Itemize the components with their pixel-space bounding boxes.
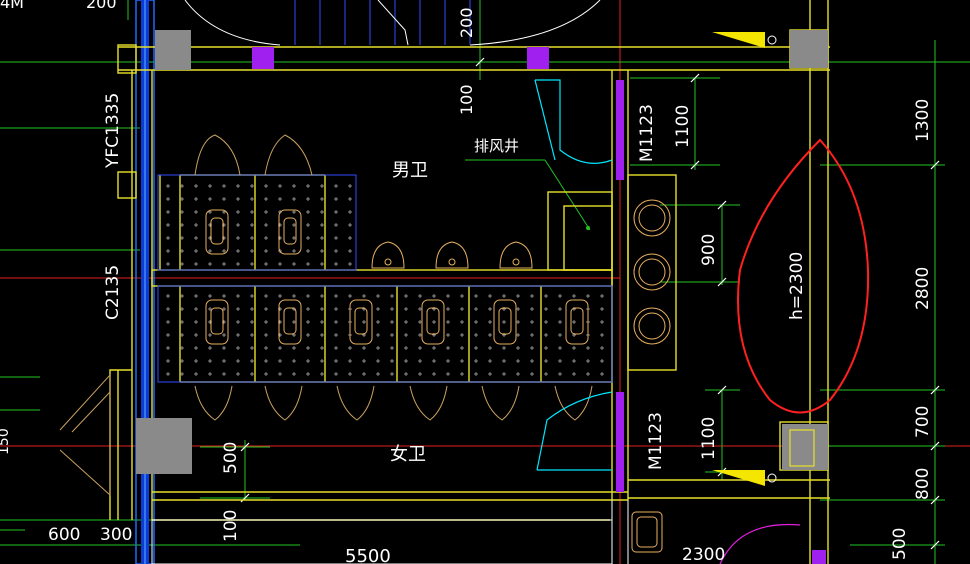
top-arcs — [184, 0, 601, 46]
dim-right-700: 700 — [913, 406, 933, 438]
labels: 男卫 女卫 排风井 YFC1335 C2135 M1123 M1123 h=23… — [0, 0, 933, 564]
door-label-lower: M1123 — [646, 412, 666, 470]
shaft-point — [586, 226, 590, 230]
dim-sink: 900 — [699, 234, 719, 266]
door-swings — [59, 134, 593, 497]
elevation-markers — [712, 32, 777, 486]
toilet-bowl — [210, 217, 224, 245]
entry-doors — [534, 79, 613, 471]
stall-floors — [157, 174, 613, 383]
dim-door-lower: 1100 — [699, 417, 719, 460]
sinks — [631, 199, 671, 553]
floor-cross-hatch — [166, 184, 604, 376]
room-label-male: 男卫 — [392, 160, 428, 181]
window-label-upper: YFC1335 — [103, 93, 123, 169]
urinals — [371, 241, 533, 269]
toilet-outline — [349, 299, 373, 345]
stair-lines — [294, 0, 471, 45]
toilet-bowl — [498, 307, 512, 335]
dimension-ticks — [240, 57, 940, 550]
dim-2300-bottom: 2300 — [682, 545, 725, 564]
dim-right-1300: 1300 — [913, 99, 933, 142]
dim-right-2800: 2800 — [913, 267, 933, 310]
toilet-bowl — [283, 307, 297, 335]
column-inner-box — [789, 429, 815, 467]
toilet-bowl — [426, 307, 440, 335]
toilet-bowl — [354, 307, 368, 335]
dim-100-top: 100 — [457, 84, 476, 115]
markup-ellipse — [737, 138, 870, 414]
bottom-right-arc — [719, 523, 801, 564]
toilet-bowl — [283, 217, 297, 245]
dim-corner: 4M — [0, 0, 24, 12]
toilet-outline — [205, 299, 229, 345]
toilet-bowl — [570, 307, 584, 335]
toilet-outline — [493, 299, 517, 345]
window-label-lower: C2135 — [103, 265, 123, 320]
magenta-markers — [252, 47, 826, 564]
dim-300: 300 — [100, 525, 132, 545]
dim-600: 600 — [48, 525, 80, 545]
height-note: h=2300 — [787, 252, 807, 320]
toilet-fixtures — [205, 209, 589, 345]
shaft-label: 排风井 — [474, 137, 519, 155]
dim-500-inner: 500 — [221, 442, 241, 474]
toilet-outline — [565, 299, 589, 345]
columns — [136, 30, 828, 474]
dim-top-left: 200 — [86, 0, 117, 12]
door-label-upper: M1123 — [637, 104, 657, 162]
toilet-outline — [421, 299, 445, 345]
room-label-female: 女卫 — [390, 444, 426, 465]
dim-right-800: 800 — [913, 468, 933, 500]
toilet-bowl — [210, 307, 224, 335]
toilet-outline — [278, 299, 302, 345]
dim-top-mid: 200 — [457, 7, 476, 38]
toilet-outline — [205, 209, 229, 255]
dim-100-bottom: 100 — [221, 510, 241, 542]
toilet-outline — [278, 209, 302, 255]
dim-5500: 5500 — [345, 546, 391, 564]
stair-arrow — [377, 0, 409, 46]
dim-door-upper: 1100 — [673, 105, 693, 148]
dim-right-500: 500 — [890, 528, 910, 560]
bottom-outlines — [151, 500, 629, 564]
dim-left-edge: 150 — [0, 428, 12, 455]
